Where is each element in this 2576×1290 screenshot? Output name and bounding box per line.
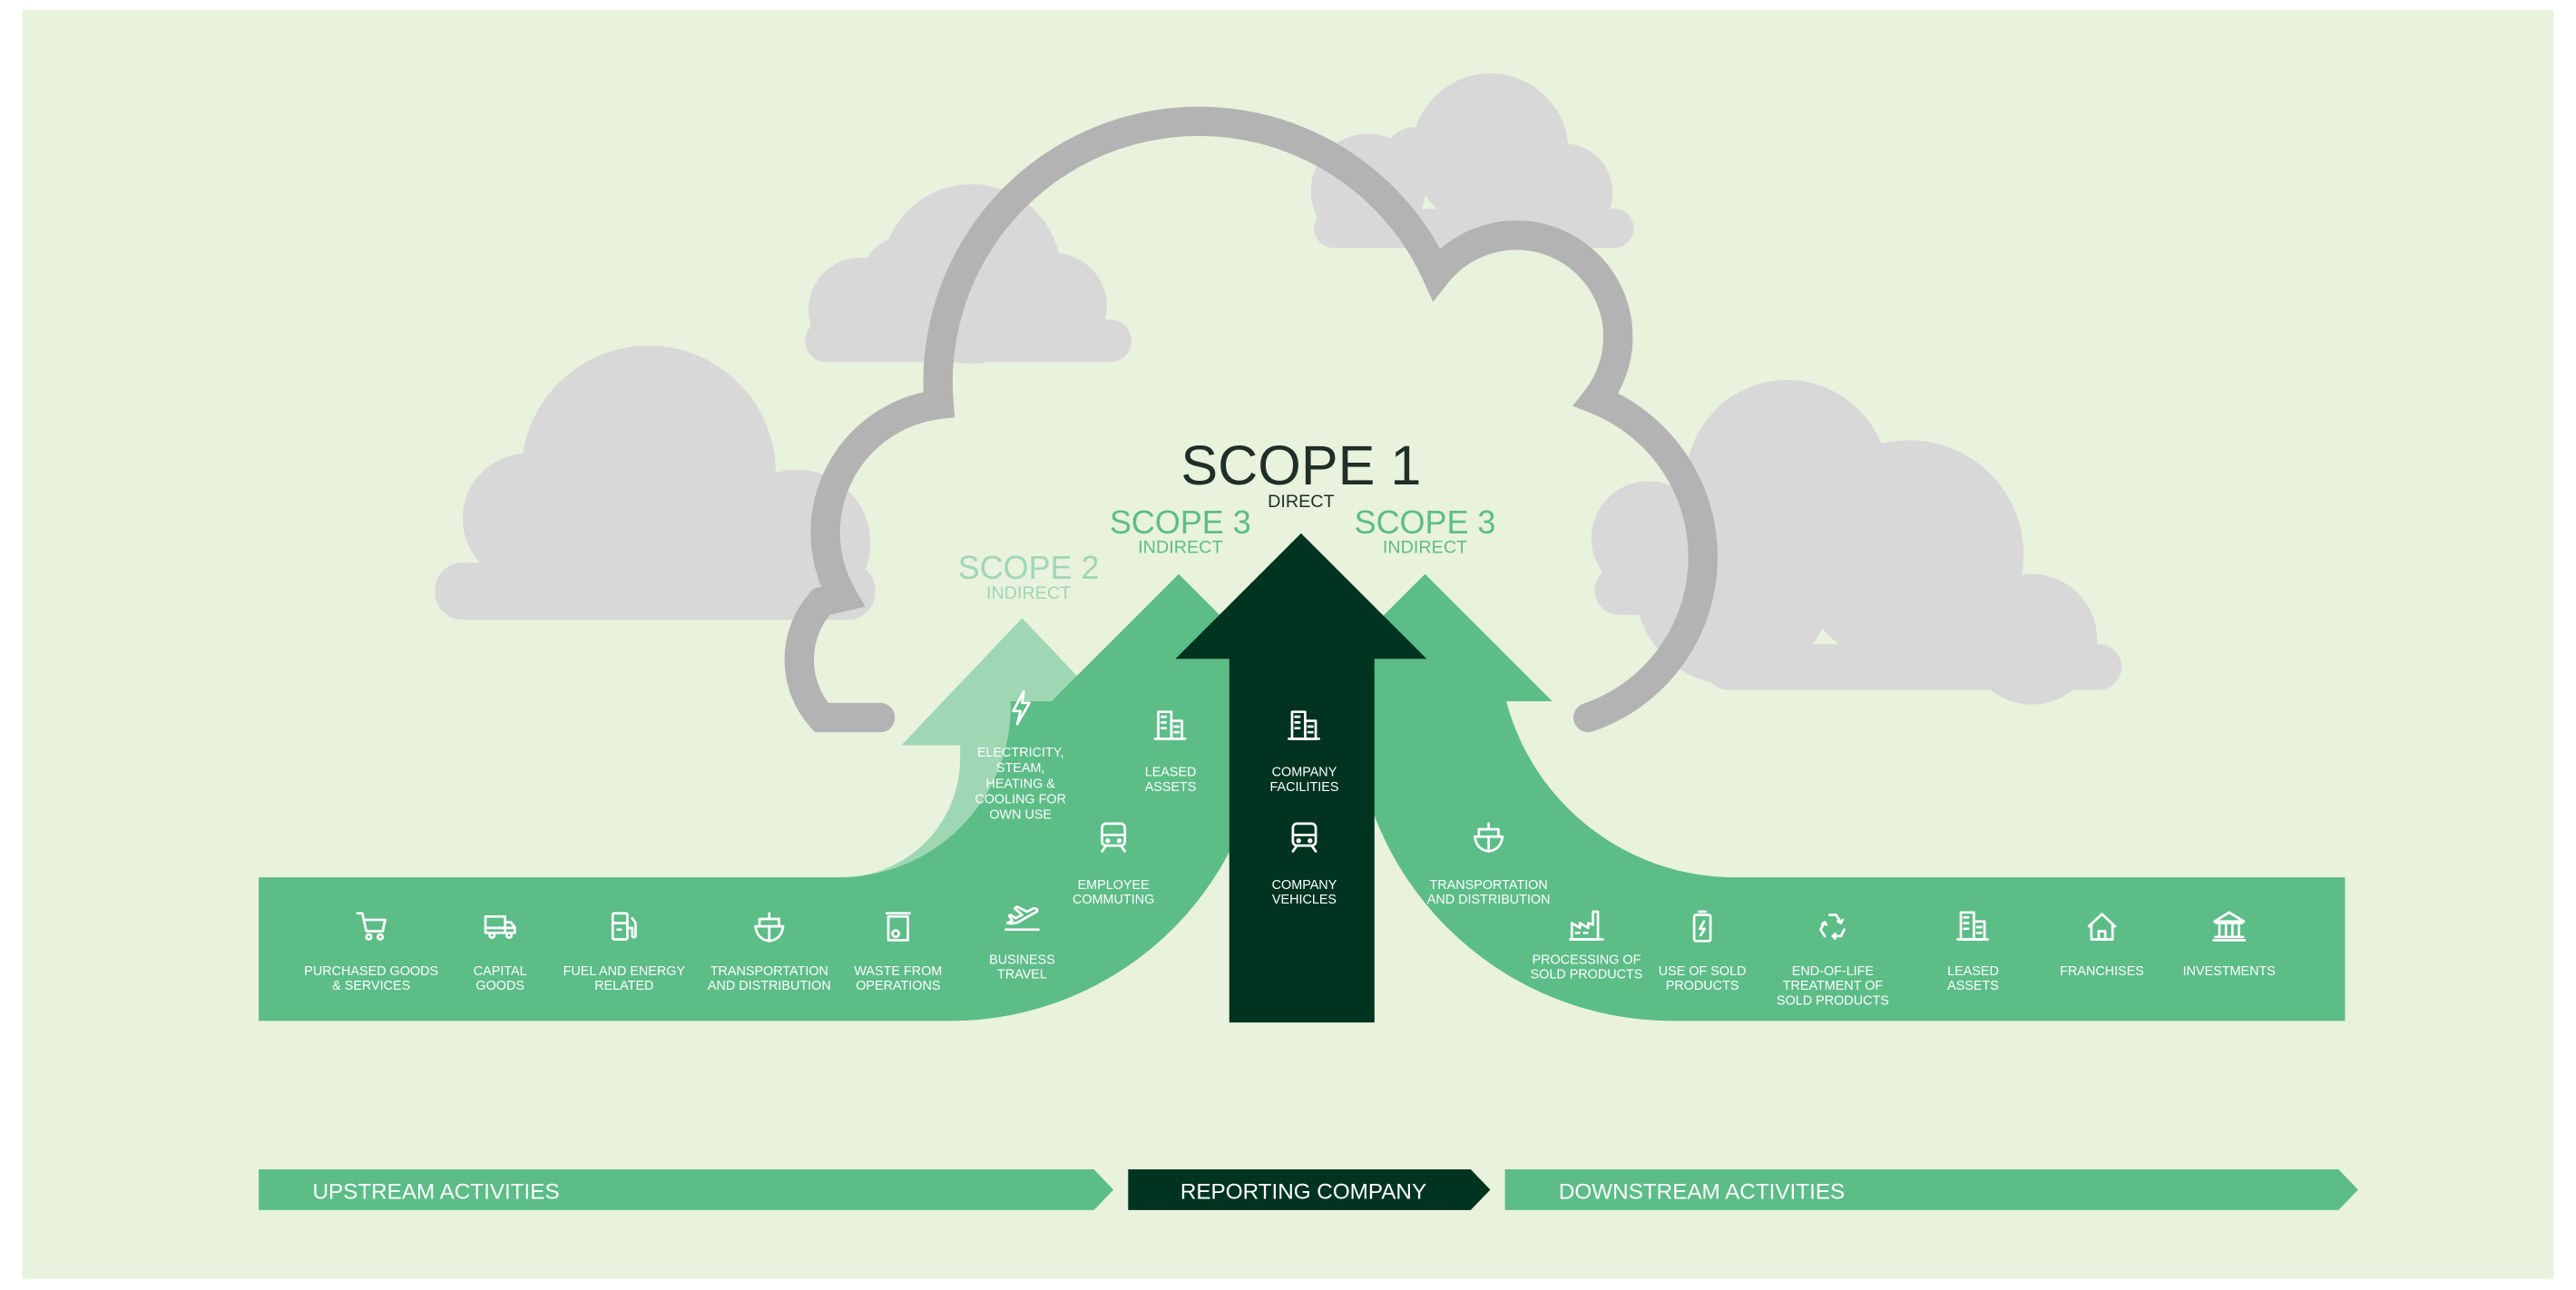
downstream-item: FRANCHISES — [2060, 913, 2144, 979]
scope1-arrow — [1175, 533, 1427, 1023]
scope3-left-item-label: COMMUTING — [1073, 893, 1154, 907]
scope2-item: ELECTRICITY,STEAM,HEATING &COOLING FOROW… — [975, 689, 1066, 822]
store-icon — [2087, 913, 2117, 941]
upstream-band: UPSTREAM ACTIVITIES — [259, 1168, 1114, 1210]
scope1-item-label: COMPANY — [1272, 878, 1337, 893]
truck-icon — [484, 914, 516, 940]
building-icon — [1288, 710, 1321, 740]
scope3-left-item-label: EMPLOYEE — [1078, 878, 1150, 893]
upstream-item-label: TRANSPORTATION — [710, 964, 828, 979]
scope1-subtitle: DIRECT — [1268, 492, 1335, 512]
upstream-item-label: AND DISTRIBUTION — [708, 979, 831, 993]
downstream-item-label: TREATMENT OF — [1783, 979, 1884, 993]
downstream-item: INVESTMENTS — [2183, 911, 2276, 979]
scope3-right-title: SCOPE 3 — [1355, 503, 1496, 541]
ship-icon — [754, 912, 785, 943]
downstream-item-label: USE OF SOLD — [1659, 964, 1747, 979]
scope3-left-item-label: LEASED — [1145, 766, 1197, 780]
downstream-band: DOWNSTREAM ACTIVITIES — [1504, 1168, 2358, 1210]
downstream-band-label: DOWNSTREAM ACTIVITIES — [1559, 1179, 1845, 1204]
background-clouds — [435, 73, 2122, 705]
downstream-item-label: ASSETS — [1947, 979, 1999, 993]
airplane-icon — [1004, 905, 1040, 932]
factory-icon — [1569, 910, 1604, 941]
scope1-title: SCOPE 1 — [1180, 435, 1421, 496]
flow-bands: UPSTREAM ACTIVITIES REPORTING COMPANY DO… — [259, 1168, 2358, 1210]
downstream-item-label: PROCESSING OF — [1533, 953, 1641, 967]
scope1-item-label: COMPANY — [1272, 766, 1337, 780]
upstream-item-label: BUSINESS — [989, 953, 1055, 967]
recycle-icon — [1819, 914, 1846, 940]
scope1-item-label: VEHICLES — [1272, 893, 1337, 907]
upstream-item-label: OPERATIONS — [856, 979, 940, 993]
upstream-band-label: UPSTREAM ACTIVITIES — [312, 1179, 559, 1204]
scope2-item-label: COOLING FOR — [975, 792, 1066, 806]
upstream-item-label: GOODS — [475, 979, 524, 993]
scope3-left-title: SCOPE 3 — [1110, 503, 1251, 541]
building-icon — [1153, 710, 1187, 740]
activities-band — [259, 573, 2346, 1021]
scope-headings: SCOPE 1 DIRECT SCOPE 2 INDIRECT SCOPE 3 … — [958, 435, 1496, 603]
scope2-item-label: OWN USE — [989, 807, 1052, 822]
scope3-right-item-label: AND DISTRIBUTION — [1427, 893, 1551, 907]
reporting-band-label: REPORTING COMPANY — [1180, 1179, 1426, 1204]
scope2-item-label: ELECTRICITY, — [977, 746, 1064, 760]
downstream-item-label: FRANCHISES — [2060, 964, 2144, 979]
building-icon — [1956, 911, 1990, 941]
scope3-right-subtitle: INDIRECT — [1383, 537, 1467, 557]
upstream-item-label: TRAVEL — [997, 968, 1047, 982]
upstream-item-label: WASTE FROM — [854, 964, 942, 979]
cloud-outline — [784, 106, 1718, 733]
downstream-item-label: SOLD PRODUCTS — [1531, 968, 1643, 982]
fuel-pump-icon — [611, 912, 637, 941]
battery-icon — [1692, 910, 1712, 943]
scope2-item-label: STEAM, — [996, 761, 1045, 776]
scope2-title: SCOPE 2 — [958, 549, 1100, 586]
upstream-item: PURCHASED GOODS& SERVICES — [304, 912, 438, 993]
scope1-item-label: FACILITIES — [1270, 780, 1339, 795]
downstream-item-label: SOLD PRODUCTS — [1777, 993, 1889, 1008]
ship-icon — [1473, 822, 1504, 853]
upstream-item-label: & SERVICES — [332, 979, 410, 993]
upstream-item-label: RELATED — [594, 979, 653, 993]
train-icon — [1291, 822, 1317, 853]
downstream-item-label: END-OF-LIFE — [1792, 964, 1874, 979]
downstream-item-label: INVESTMENTS — [2183, 964, 2276, 979]
reporting-band: REPORTING COMPANY — [1128, 1168, 1491, 1210]
scope3-left-item-label: ASSETS — [1145, 780, 1197, 795]
scope3-right-item-label: TRANSPORTATION — [1430, 878, 1548, 893]
waste-bin-icon — [885, 912, 911, 942]
lightning-icon — [1012, 689, 1031, 726]
train-icon — [1101, 822, 1127, 853]
bank-icon — [2212, 911, 2247, 942]
cloud-right — [1591, 379, 2122, 705]
upstream-item-label: CAPITAL — [474, 964, 527, 979]
downstream-item-label: PRODUCTS — [1666, 979, 1739, 993]
scope2-item-label: HEATING & — [985, 777, 1055, 791]
upstream-item-label: PURCHASED GOODS — [304, 964, 438, 979]
upstream-item-label: FUEL AND ENERGY — [563, 964, 686, 979]
scope2-subtitle: INDIRECT — [986, 583, 1071, 603]
scope3-left-subtitle: INDIRECT — [1138, 537, 1222, 557]
downstream-item-label: LEASED — [1947, 964, 1999, 979]
shopping-cart-icon — [356, 912, 387, 941]
